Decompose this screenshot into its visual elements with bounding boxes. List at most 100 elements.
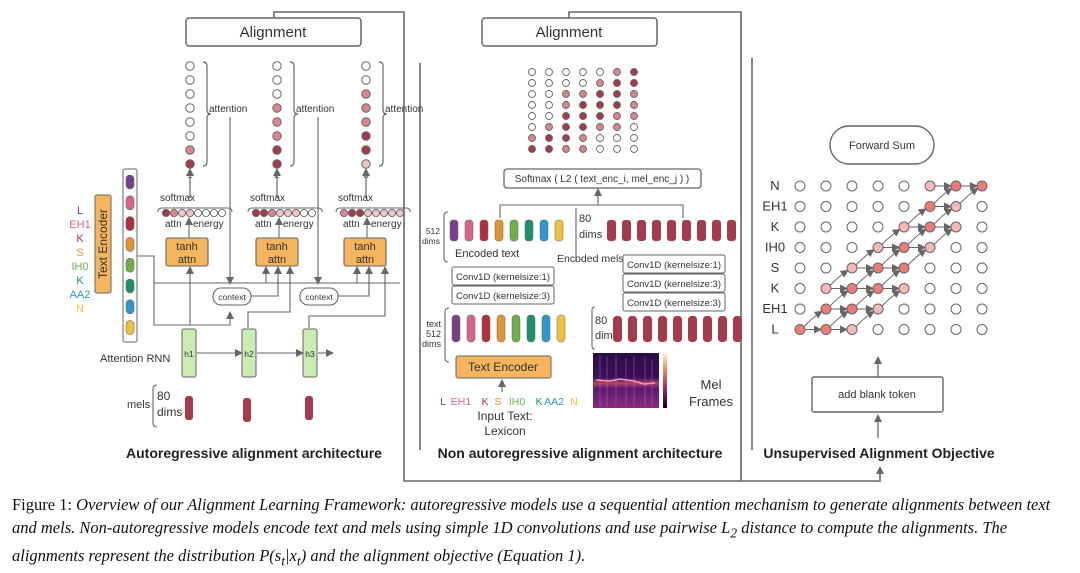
alignment-dot [579, 123, 587, 131]
mel-frames-label-2: Frames [689, 394, 734, 409]
grid-node [898, 201, 910, 212]
attention-dot [272, 61, 282, 71]
alignment-dot [630, 101, 638, 109]
grid-node [898, 283, 910, 294]
phoneme-label: IH0 [71, 261, 88, 273]
grid-node [820, 221, 832, 233]
alignment-dot [613, 123, 621, 131]
grid-node [872, 180, 884, 192]
energy-dot [355, 208, 365, 218]
alignment-dot [630, 134, 638, 142]
phoneme-label: K [76, 233, 84, 245]
input-phoneme: L [440, 396, 446, 408]
attn-label: attn [165, 219, 182, 230]
softmax-label: softmax [160, 193, 195, 204]
energy-dot [347, 208, 357, 218]
caption-l2: L2 [721, 518, 737, 540]
hidden-state-label: h3 [305, 349, 315, 359]
energy-dot [177, 208, 187, 218]
nar-section-title: Non autoregressive alignment architectur… [438, 445, 723, 461]
alignment-dot [579, 79, 587, 87]
input-text-label: Input Text: [477, 409, 532, 423]
path-arrow [829, 269, 849, 286]
grid-node [898, 242, 910, 253]
grid-node [924, 242, 936, 253]
alignment-dot [613, 112, 621, 120]
brace [202, 61, 212, 167]
mel-dims-80: 80 [595, 315, 607, 327]
encoded-text-vector [539, 219, 549, 242]
softmax-brace [157, 207, 233, 213]
autoregressive-section: Alignment attention1attention2attention3… [69, 17, 423, 461]
row-label: S [771, 260, 780, 275]
phoneme-label: S [76, 247, 83, 259]
prob-a: P(s [259, 546, 282, 566]
svg-text:·: · [586, 357, 587, 361]
energy-dot [283, 208, 293, 218]
attn-label: attn [343, 219, 360, 230]
attention-columns: attention1attention2attention3 [185, 61, 423, 198]
attention-label: attention [385, 104, 423, 115]
grid-node [976, 180, 988, 192]
energy-dot [267, 208, 277, 218]
mel-frame-vector [613, 316, 622, 342]
attn-box-label: attn [178, 254, 196, 266]
path-arrow [855, 249, 875, 266]
path-arrow [907, 228, 927, 245]
connector-lines [273, 11, 884, 482]
path-arrow [907, 208, 927, 225]
energy-dot [193, 208, 203, 218]
alignment-dot [545, 123, 553, 131]
alignment-dot [596, 68, 604, 76]
connector [251, 266, 282, 297]
mel-conv-label: Conv1D (kernelsize:3) [627, 279, 721, 290]
mel-frame-vector [688, 316, 697, 342]
rnn-cell [181, 328, 197, 378]
alignment-dot [545, 90, 553, 98]
grid-node [950, 283, 962, 294]
alignment-dot [613, 90, 621, 98]
text-embedding-vector [526, 314, 536, 343]
attention-dot [185, 145, 195, 155]
context-label: context [305, 292, 333, 302]
alignment-dot [528, 123, 536, 131]
encoded-text-vector [524, 219, 534, 242]
energy-dot [259, 208, 269, 218]
enc-text-dims-512: 512 [426, 226, 440, 236]
energy-dot [217, 208, 227, 218]
text-conv-box [451, 266, 555, 286]
enc-mels-dims-label: dims [579, 229, 603, 241]
text-embedding-vector [511, 314, 521, 343]
attention-dot [361, 131, 371, 141]
attn-box-label: attn [356, 254, 374, 266]
input-phoneme: IH0 [509, 396, 526, 408]
row-label: EH1 [762, 199, 787, 214]
attention-dot [361, 61, 371, 71]
attention-label: attention [209, 104, 247, 115]
mel-conv-box [622, 292, 726, 312]
alignment-dot [579, 68, 587, 76]
attention-dot [272, 117, 282, 127]
add-blank-token-box [811, 376, 944, 413]
phoneme-label: N [76, 303, 84, 315]
phoneme-label: AA2 [70, 289, 91, 301]
grid-node [846, 242, 858, 253]
text-dims-bracket [444, 307, 450, 363]
hidden-state-label: h1 [184, 349, 194, 359]
encoder-output-vector [125, 278, 135, 294]
grid-node [794, 303, 806, 315]
path-arrow [959, 187, 979, 204]
mel-frame [243, 398, 251, 422]
alignment-dot [545, 79, 553, 87]
tanh-label: tanh [176, 241, 197, 253]
hidden-state-label: h2 [244, 349, 254, 359]
alignment-dot [630, 68, 638, 76]
path-arrow [829, 290, 849, 307]
grid-node [872, 242, 884, 253]
alignment-dot [562, 134, 570, 142]
alignment-dot [528, 90, 536, 98]
grid-node [924, 324, 936, 335]
forward-sum-label: Forward Sum [849, 140, 915, 152]
grid-node [950, 324, 962, 335]
add-blank-token-label: add blank token [838, 389, 916, 401]
